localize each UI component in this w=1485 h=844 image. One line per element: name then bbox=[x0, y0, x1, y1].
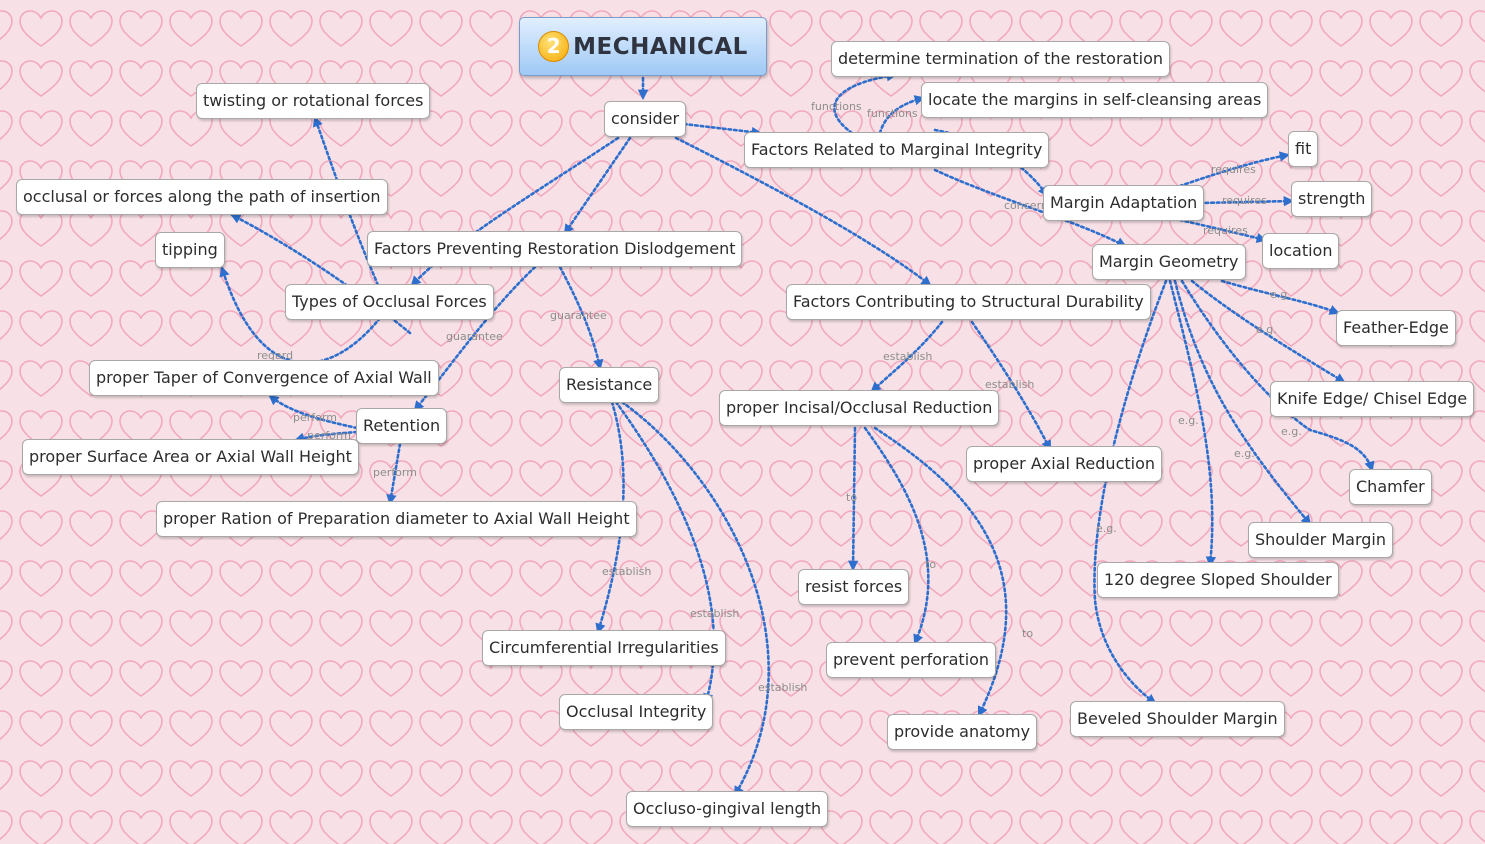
topic-ration-diameter[interactable]: proper Ration of Preparation diameter to… bbox=[156, 501, 637, 537]
topic-fit[interactable]: fit bbox=[1288, 131, 1319, 167]
edge-geometry-chamfer bbox=[1180, 279, 1375, 472]
topic-twisting-forces[interactable]: twisting or rotational forces bbox=[196, 83, 431, 119]
topic-resist-forces[interactable]: resist forces bbox=[798, 569, 910, 605]
edge-consider-types bbox=[410, 136, 620, 287]
label-perform: perform bbox=[293, 411, 337, 424]
edge-resistance-occluso bbox=[620, 400, 770, 797]
edge-consider-structural bbox=[674, 136, 932, 287]
label-eg: e.g. bbox=[1270, 288, 1291, 301]
label-establish: establish bbox=[758, 681, 807, 694]
label-eg: e.g. bbox=[1281, 425, 1302, 438]
topic-chamfer[interactable]: Chamfer bbox=[1349, 469, 1432, 505]
label-establish: establish bbox=[985, 378, 1034, 391]
label-eg: e.g. bbox=[1178, 414, 1199, 427]
label-perform: perform bbox=[373, 466, 417, 479]
label-establish: establish bbox=[690, 607, 739, 620]
label-requires: requires bbox=[1211, 163, 1256, 176]
topic-locate-margins[interactable]: locate the margins in self-cleansing are… bbox=[921, 82, 1269, 118]
edge-structural-incisal bbox=[870, 320, 944, 393]
edge-consider-marginal bbox=[682, 122, 763, 138]
topic-prevent-perforation[interactable]: prevent perforation bbox=[826, 642, 997, 678]
label-to: to bbox=[925, 558, 936, 571]
label-requires: requires bbox=[1222, 194, 1267, 207]
topic-margin-adaptation[interactable]: Margin Adaptation bbox=[1043, 185, 1205, 221]
topic-margin-geometry[interactable]: Margin Geometry bbox=[1092, 244, 1246, 280]
label-eg: e.g. bbox=[1234, 447, 1255, 460]
topic-sloped-shoulder[interactable]: 120 degree Sloped Shoulder bbox=[1097, 562, 1339, 598]
label-guarantee: guarantee bbox=[550, 309, 607, 322]
label-establish: establish bbox=[883, 350, 932, 363]
topic-circumferential-irregularities[interactable]: Circumferential Irregularities bbox=[482, 630, 726, 666]
topic-surface-area[interactable]: proper Surface Area or Axial Wall Height bbox=[22, 439, 359, 475]
edge-types-occlusal bbox=[230, 213, 412, 335]
edge-retention-taper bbox=[268, 394, 359, 430]
priority-2-icon: 2 bbox=[538, 31, 570, 62]
label-functions: functions bbox=[811, 100, 862, 113]
edge-geometry-knife bbox=[1190, 279, 1346, 384]
edge-marginal-locate bbox=[878, 95, 926, 135]
topic-axial-reduction[interactable]: proper Axial Reduction bbox=[966, 446, 1163, 482]
edge-geometry-sloped bbox=[1168, 279, 1217, 568]
topic-occlusal-integrity[interactable]: Occlusal Integrity bbox=[559, 694, 714, 730]
edge-consider-preventing bbox=[563, 136, 632, 235]
topic-resistance[interactable]: Resistance bbox=[559, 367, 660, 403]
edge-adaptation-location bbox=[1178, 218, 1268, 244]
label-to: to bbox=[846, 491, 857, 504]
topic-occluso-gingival-length[interactable]: Occluso-gingival length bbox=[626, 791, 829, 827]
edge-incisal-anatomy bbox=[873, 426, 1008, 717]
topic-factors-structural-durability[interactable]: Factors Contributing to Structural Durab… bbox=[786, 284, 1151, 320]
topic-retention[interactable]: Retention bbox=[356, 408, 448, 444]
topic-tipping[interactable]: tipping bbox=[155, 232, 225, 268]
label-concerns: concerns bbox=[1004, 199, 1054, 212]
label-requires: requires bbox=[1203, 224, 1248, 237]
edge-adaptation-fit bbox=[1178, 151, 1291, 188]
topic-factors-marginal-integrity[interactable]: Factors Related to Marginal Integrity bbox=[744, 132, 1050, 168]
topic-determine-termination[interactable]: determine termination of the restoration bbox=[831, 41, 1170, 77]
label-functions: functions bbox=[867, 107, 918, 120]
topic-shoulder-margin[interactable]: Shoulder Margin bbox=[1248, 522, 1393, 558]
edge-retention-ration bbox=[386, 442, 402, 506]
topic-incisal-occlusal-reduction[interactable]: proper Incisal/Occlusal Reduction bbox=[719, 390, 1000, 426]
edge-geometry-feather bbox=[1220, 279, 1340, 315]
edge-incisal-resist bbox=[847, 426, 859, 572]
edge-marginal-determine bbox=[833, 71, 898, 135]
topic-knife-edge[interactable]: Knife Edge/ Chisel Edge bbox=[1270, 381, 1475, 417]
label-guarantee: guarantee bbox=[446, 330, 503, 343]
topic-location[interactable]: location bbox=[1262, 233, 1340, 269]
edge-structural-axial bbox=[970, 320, 1052, 451]
topic-factors-preventing-dislodgement[interactable]: Factors Preventing Restoration Dislodgem… bbox=[367, 231, 743, 267]
topic-beveled-shoulder[interactable]: Beveled Shoulder Margin bbox=[1070, 701, 1285, 737]
edge-preventing-resistance bbox=[558, 265, 604, 371]
edge-incisal-prevent bbox=[863, 426, 930, 645]
topic-strength[interactable]: strength bbox=[1291, 181, 1373, 217]
label-establish: establish bbox=[602, 565, 651, 578]
edge-geometry-beveled bbox=[1093, 279, 1168, 705]
root-topic[interactable]: 2 MECHANICAL bbox=[519, 17, 767, 76]
edge-geometry-shoulder bbox=[1173, 279, 1312, 526]
topic-proper-taper[interactable]: proper Taper of Convergence of Axial Wal… bbox=[89, 360, 439, 396]
root-title: MECHANICAL bbox=[573, 33, 748, 60]
label-eg: e.g. bbox=[1096, 522, 1117, 535]
label-eg: e.g. bbox=[1256, 323, 1277, 336]
label-to: to bbox=[1022, 627, 1033, 640]
topic-feather-edge[interactable]: Feather-Edge bbox=[1336, 310, 1456, 346]
label-perform: perform bbox=[307, 429, 351, 442]
topic-consider[interactable]: consider bbox=[604, 101, 687, 137]
topic-provide-anatomy[interactable]: provide anatomy bbox=[887, 714, 1038, 750]
topic-types-occlusal-forces[interactable]: Types of Occlusal Forces bbox=[285, 284, 494, 320]
label-regard: regard bbox=[257, 349, 293, 362]
edge-adaptation-strength bbox=[1198, 195, 1295, 207]
edge-marginal-geometry bbox=[933, 168, 1127, 248]
topic-occlusal-forces-path[interactable]: occlusal or forces along the path of ins… bbox=[16, 179, 388, 215]
